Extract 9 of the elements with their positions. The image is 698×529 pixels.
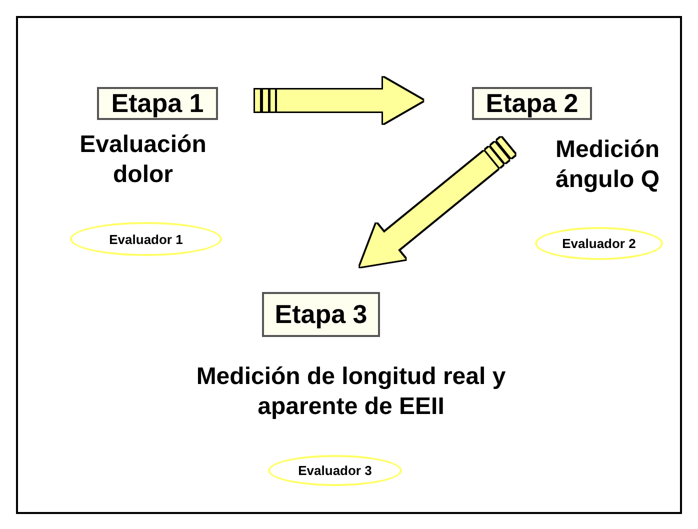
stage-description: Medición de longitud real y aparente de EEII [196,362,506,422]
evaluator-ellipse: Evaluador 2 [535,227,663,260]
stage-box: Etapa 3 [262,292,380,337]
stage-box: Etapa 2 [472,87,592,120]
evaluator-ellipse: Evaluador 3 [268,455,402,486]
stage-description: Medición ángulo Q [554,135,660,195]
stage-box: Etapa 1 [97,87,218,120]
evaluator-ellipse: Evaluador 1 [70,222,222,256]
stage-description: Evaluación dolor [78,130,208,190]
